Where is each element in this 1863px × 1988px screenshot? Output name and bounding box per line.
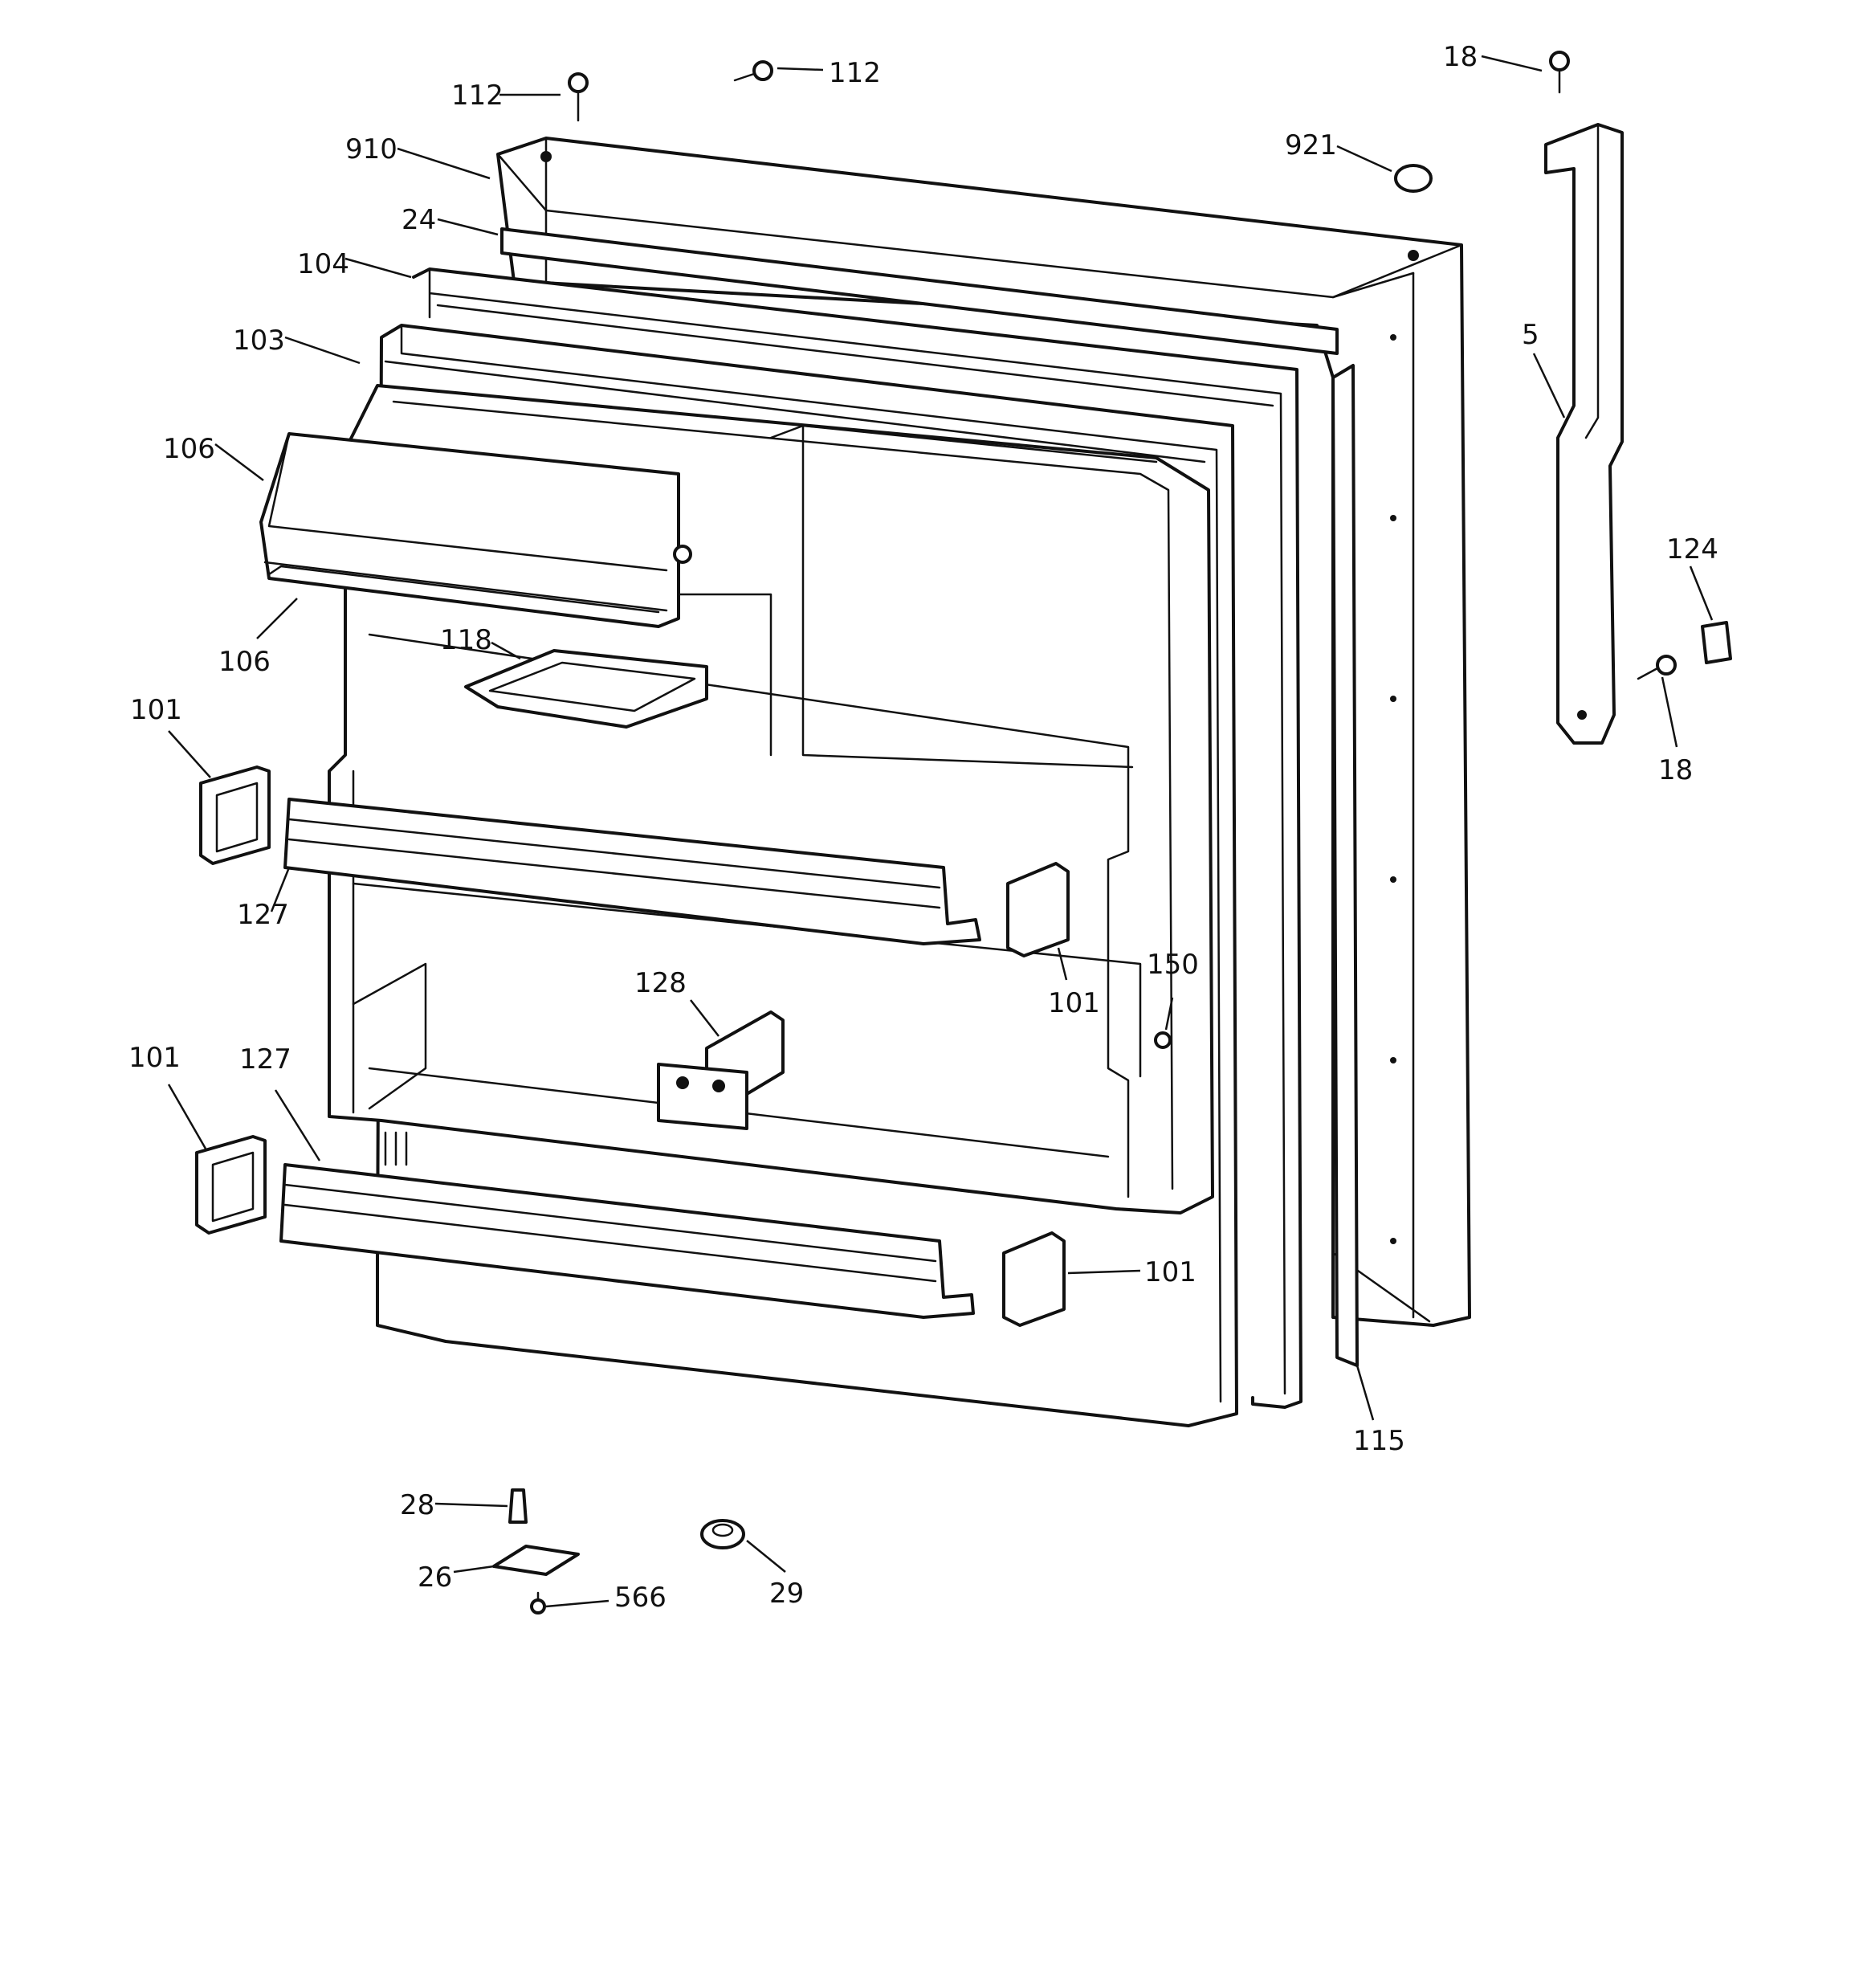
bracket: [657, 1010, 785, 1130]
label-101-lower-left: 101: [128, 1042, 181, 1074]
label-101-upper-left: 101: [130, 694, 182, 726]
label-26: 26: [418, 1561, 452, 1594]
hinge-plate: [492, 1545, 580, 1576]
label-103: 103: [233, 325, 285, 357]
label-101-lower-right: 101: [1144, 1256, 1196, 1288]
label-29: 29: [769, 1578, 804, 1610]
label-127-upper: 127: [237, 899, 289, 931]
shelf-end-cap-lower-left: [195, 1135, 267, 1235]
screw-bottom: [530, 1591, 546, 1614]
thermal-strip: [500, 227, 1339, 355]
door-seal-strip: [1331, 364, 1359, 1367]
door-shelf-upper: [283, 798, 981, 945]
shelf-end-cap-upper-right: [1006, 862, 1070, 957]
label-106-bottom: 106: [218, 646, 271, 678]
screw-top-right: [1549, 51, 1570, 94]
door-handle: [1544, 123, 1624, 745]
label-28: 28: [400, 1489, 434, 1521]
label-118: 118: [440, 624, 492, 656]
label-127-lower: 127: [239, 1043, 291, 1076]
plug-button: [1394, 164, 1433, 193]
label-124: 124: [1666, 533, 1718, 565]
label-5: 5: [1522, 319, 1539, 351]
door-shelf-lower: [279, 1163, 975, 1319]
label-101-upper-right: 101: [1048, 987, 1100, 1019]
label-104: 104: [297, 248, 349, 280]
tray: [464, 649, 708, 729]
label-106-top: 106: [163, 433, 215, 465]
screw-top-center: [733, 60, 773, 82]
label-112-center: 112: [829, 57, 881, 89]
part-labels: 112 112 910 921 18 24 104 103 5 106 106 …: [128, 41, 1718, 1614]
clip: [1701, 621, 1732, 664]
label-18-right: 18: [1658, 754, 1693, 786]
label-128: 128: [634, 967, 687, 999]
label-566: 566: [614, 1582, 667, 1614]
pin: [508, 1488, 528, 1524]
label-150: 150: [1147, 949, 1199, 981]
label-115: 115: [1353, 1425, 1405, 1457]
screw-liner: [1154, 1031, 1172, 1049]
label-18-top: 18: [1443, 41, 1478, 73]
screw-handle-lower: [1637, 655, 1677, 680]
screw-top-left: [568, 72, 589, 122]
label-921: 921: [1285, 129, 1337, 161]
shelf-end-cap-upper-left: [199, 765, 271, 865]
label-24: 24: [402, 204, 436, 236]
leader-lines: [167, 55, 1714, 1608]
label-910: 910: [345, 133, 397, 165]
bushing: [700, 1519, 745, 1549]
label-112-left: 112: [451, 80, 503, 112]
shelf-end-cap-lower-right: [1002, 1231, 1066, 1327]
dispenser-bin: [259, 432, 692, 628]
